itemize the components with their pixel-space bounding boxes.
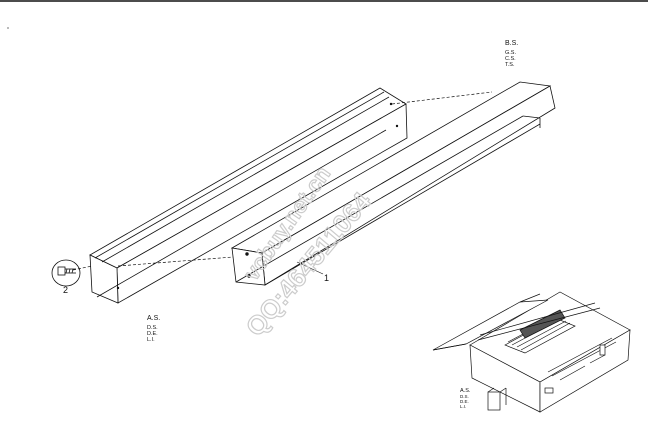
label-li: L.I. xyxy=(147,337,155,343)
inset-label-li: L.I. xyxy=(460,404,466,409)
c-channel-rail xyxy=(89,87,408,304)
inset-vehicle-view xyxy=(432,291,631,413)
label-ds: D.S. xyxy=(147,325,158,331)
inset-label-ds: D.S. xyxy=(460,394,469,399)
label-ts: T.S. xyxy=(505,62,515,68)
label-de: D.E. xyxy=(147,331,158,337)
rectangular-tube xyxy=(230,81,556,286)
speck xyxy=(7,27,9,29)
label-as: A.S. xyxy=(147,315,160,322)
side-labels-bottom: A.S. D.S. D.E. L.I. xyxy=(147,315,160,343)
callout-1-leader xyxy=(296,261,324,275)
label-gs: G.S. xyxy=(505,50,516,56)
side-labels-inset: A.S. D.S. D.E. L.I. xyxy=(460,388,471,409)
callout-2: 2 xyxy=(63,285,68,295)
inset-label-de: D.E. xyxy=(460,399,469,404)
assembly-lines xyxy=(72,91,493,271)
label-cs: C.S. xyxy=(505,56,516,62)
inset-label-as: A.S. xyxy=(460,388,471,394)
callout-1: 1 xyxy=(324,273,329,283)
side-labels-top: B.S. G.S. C.S. T.S. xyxy=(505,40,518,68)
screw-detail xyxy=(51,259,81,287)
label-bs: B.S. xyxy=(505,40,518,47)
